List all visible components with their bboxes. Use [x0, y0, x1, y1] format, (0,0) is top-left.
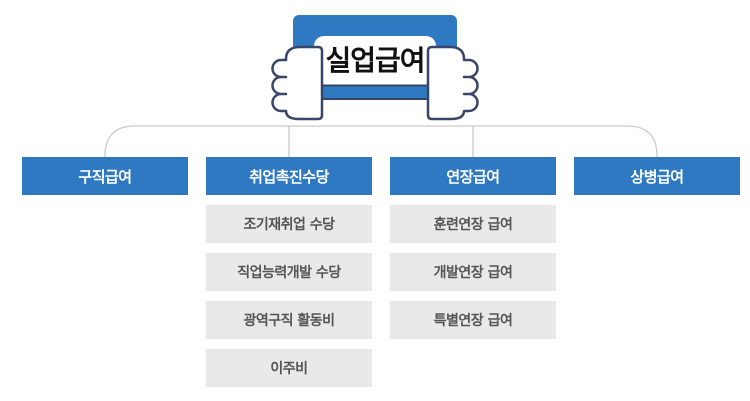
- extended-benefit-header: 연장급여: [390, 157, 556, 195]
- sub-benefit-item-training-extension: 훈련연장 급여: [390, 205, 556, 243]
- sub-benefit-item-vocational-ability: 직업능력개발 수당: [206, 253, 372, 291]
- jobseeking-benefit-header: 구직급여: [22, 157, 188, 195]
- sub-benefit-item-early-reemployment: 조기재취업 수당: [206, 205, 372, 243]
- sub-benefit-item-development-extension: 개발연장 급여: [390, 253, 556, 291]
- sign-panel: [314, 36, 436, 86]
- sub-benefit-item-relocation: 이주비: [206, 349, 372, 387]
- column-extended-benefit: 연장급여 훈련연장 급여 개발연장 급여 특별연장 급여: [390, 157, 556, 387]
- sickness-benefit-header: 상병급여: [574, 157, 740, 195]
- employment-promotion-allowance-header: 취업촉진수당: [206, 157, 372, 195]
- sign-title: 실업급여: [325, 44, 424, 77]
- right-hand-icon: [426, 45, 479, 121]
- column-jobseeking-benefit: 구직급여: [22, 157, 188, 387]
- sub-benefit-item-special-extension: 특별연장 급여: [390, 301, 556, 339]
- left-hand-icon: [271, 45, 324, 121]
- connector-main-rail: [104, 125, 658, 158]
- unemployment-benefit-sign: 실업급여: [271, 15, 479, 121]
- sub-benefit-item-wide-area-jobseeking: 광역구직 활동비: [206, 301, 372, 339]
- benefit-columns: 구직급여 취업촉진수당 조기재취업 수당 직업능력개발 수당 광역구직 활동비 …: [22, 157, 740, 387]
- column-employment-promotion-allowance: 취업촉진수당 조기재취업 수당 직업능력개발 수당 광역구직 활동비 이주비: [206, 157, 372, 387]
- column-sickness-benefit: 상병급여: [574, 157, 740, 387]
